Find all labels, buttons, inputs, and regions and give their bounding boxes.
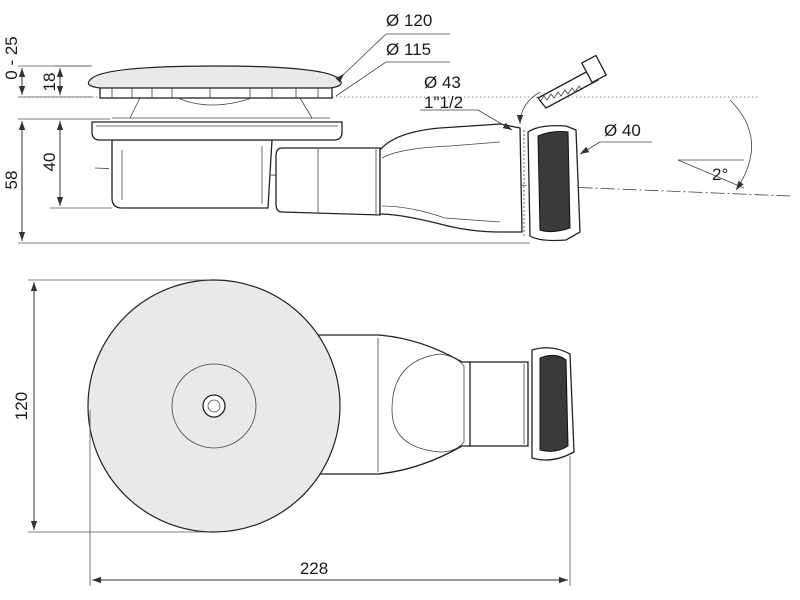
- label-length-228: 228: [300, 559, 328, 578]
- label-angle: 2°: [712, 165, 728, 184]
- label-dia-43: Ø 43: [424, 73, 461, 92]
- drain-cover: [87, 65, 342, 89]
- side-view: 0 - 25 18 40 58 Ø 120 Ø 115 Ø 43 1"1/2 Ø: [2, 11, 791, 244]
- label-dia-40: Ø 40: [604, 121, 641, 140]
- drain-grate-ribs: [99, 85, 333, 119]
- drain-body: [111, 139, 273, 209]
- outlet-stub: [275, 147, 381, 216]
- outlet-elbow: [379, 123, 523, 233]
- saw-icon: [537, 54, 608, 109]
- center-screw: [202, 394, 226, 418]
- drain-flange: [91, 121, 343, 141]
- label-width-120: 120: [12, 392, 31, 420]
- curved-arrow-icon: [516, 91, 541, 125]
- top-view: 120 228: [12, 279, 575, 586]
- label-height-18: 18: [40, 73, 59, 92]
- label-adjust-range: 0 - 25: [2, 36, 21, 79]
- label-height-58: 58: [2, 171, 21, 190]
- label-dia-120: Ø 120: [386, 11, 432, 30]
- label-thread: 1"1/2: [424, 93, 463, 112]
- label-dia-115: Ø 115: [386, 40, 431, 59]
- label-height-40: 40: [40, 153, 59, 172]
